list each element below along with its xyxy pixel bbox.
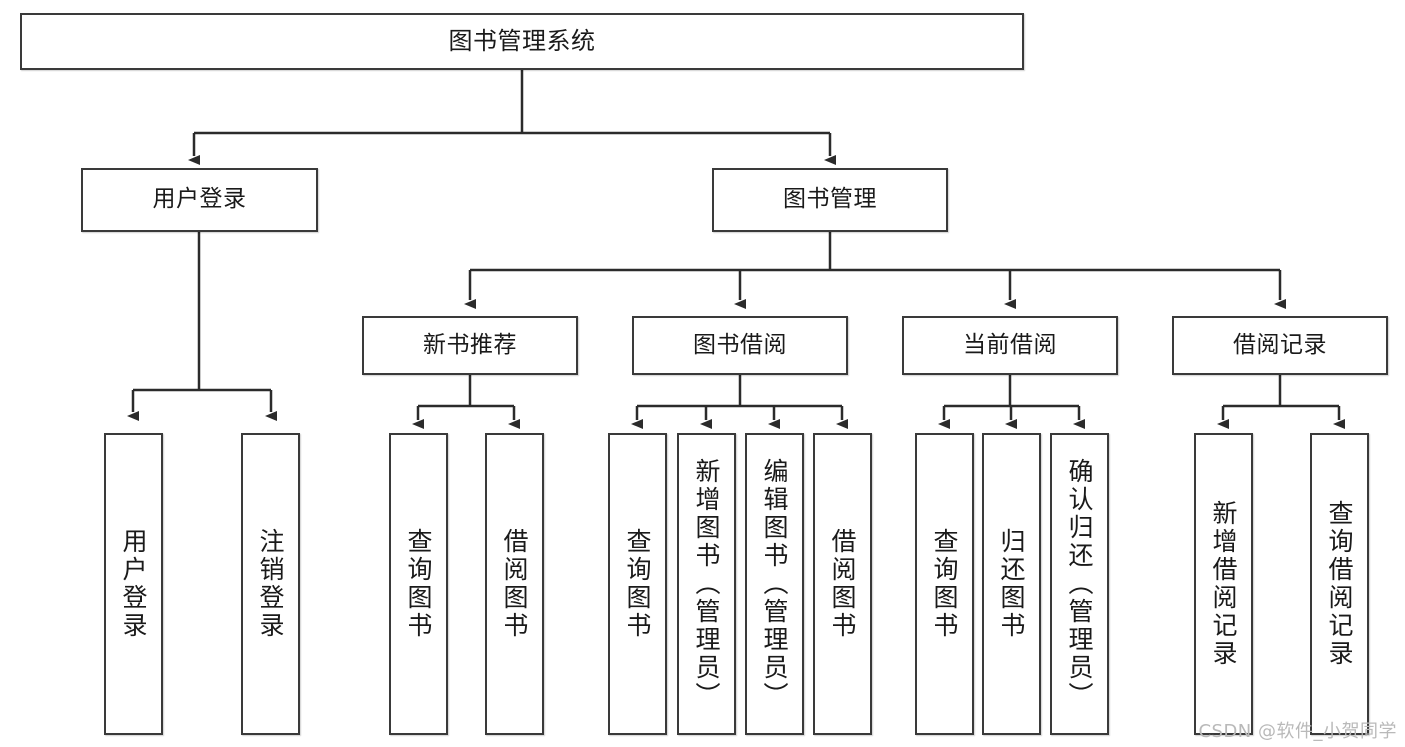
node-label: 当前借阅 bbox=[963, 331, 1057, 358]
node-leaf-query-book-current[interactable]: 查询图书 bbox=[915, 433, 974, 735]
node-leaf-confirm-return-admin[interactable]: 确认归还（管理员） bbox=[1050, 433, 1109, 735]
node-current-borrow[interactable]: 当前借阅 bbox=[902, 316, 1118, 375]
node-label: 用户登录 bbox=[152, 186, 247, 213]
node-label: 归还图书 bbox=[997, 528, 1026, 640]
node-borrow-record[interactable]: 借阅记录 bbox=[1172, 316, 1388, 375]
node-leaf-query-borrow-record[interactable]: 查询借阅记录 bbox=[1310, 433, 1369, 735]
node-root-book-management-system[interactable]: 图书管理系统 bbox=[20, 13, 1024, 70]
node-label: 新书推荐 bbox=[423, 331, 517, 358]
node-leaf-add-book-admin[interactable]: 新增图书（管理员） bbox=[677, 433, 736, 735]
node-label: 图书借阅 bbox=[693, 331, 787, 358]
node-leaf-borrow-book-recommend[interactable]: 借阅图书 bbox=[485, 433, 544, 735]
node-leaf-add-borrow-record[interactable]: 新增借阅记录 bbox=[1194, 433, 1253, 735]
node-leaf-query-book-recommend[interactable]: 查询图书 bbox=[389, 433, 448, 735]
node-label: 编辑图书（管理员） bbox=[760, 458, 789, 710]
node-label: 新增图书（管理员） bbox=[692, 458, 721, 710]
node-label: 用户登录 bbox=[119, 528, 148, 640]
node-book-borrow[interactable]: 图书借阅 bbox=[632, 316, 848, 375]
node-label: 图书管理系统 bbox=[448, 27, 596, 56]
node-label: 查询图书 bbox=[404, 528, 433, 640]
node-label: 查询图书 bbox=[930, 528, 959, 640]
node-new-book-recommend[interactable]: 新书推荐 bbox=[362, 316, 578, 375]
node-book-management[interactable]: 图书管理 bbox=[712, 168, 948, 232]
node-label: 借阅图书 bbox=[500, 528, 529, 640]
node-user-login[interactable]: 用户登录 bbox=[81, 168, 318, 232]
node-label: 注销登录 bbox=[256, 528, 285, 640]
node-leaf-query-book-borrow[interactable]: 查询图书 bbox=[608, 433, 667, 735]
node-leaf-user-login[interactable]: 用户登录 bbox=[104, 433, 163, 735]
node-label: 借阅图书 bbox=[828, 528, 857, 640]
node-label: 新增借阅记录 bbox=[1209, 500, 1238, 668]
node-leaf-return-book[interactable]: 归还图书 bbox=[982, 433, 1041, 735]
node-leaf-edit-book-admin[interactable]: 编辑图书（管理员） bbox=[745, 433, 804, 735]
node-label: 查询借阅记录 bbox=[1325, 500, 1354, 668]
node-label: 查询图书 bbox=[623, 528, 652, 640]
node-label: 借阅记录 bbox=[1233, 331, 1327, 358]
node-leaf-logout[interactable]: 注销登录 bbox=[241, 433, 300, 735]
node-label: 图书管理 bbox=[783, 186, 877, 213]
watermark: CSDN @软件_小贺同学 bbox=[1198, 721, 1397, 742]
node-label: 确认归还（管理员） bbox=[1065, 458, 1094, 710]
node-leaf-borrow-book[interactable]: 借阅图书 bbox=[813, 433, 872, 735]
